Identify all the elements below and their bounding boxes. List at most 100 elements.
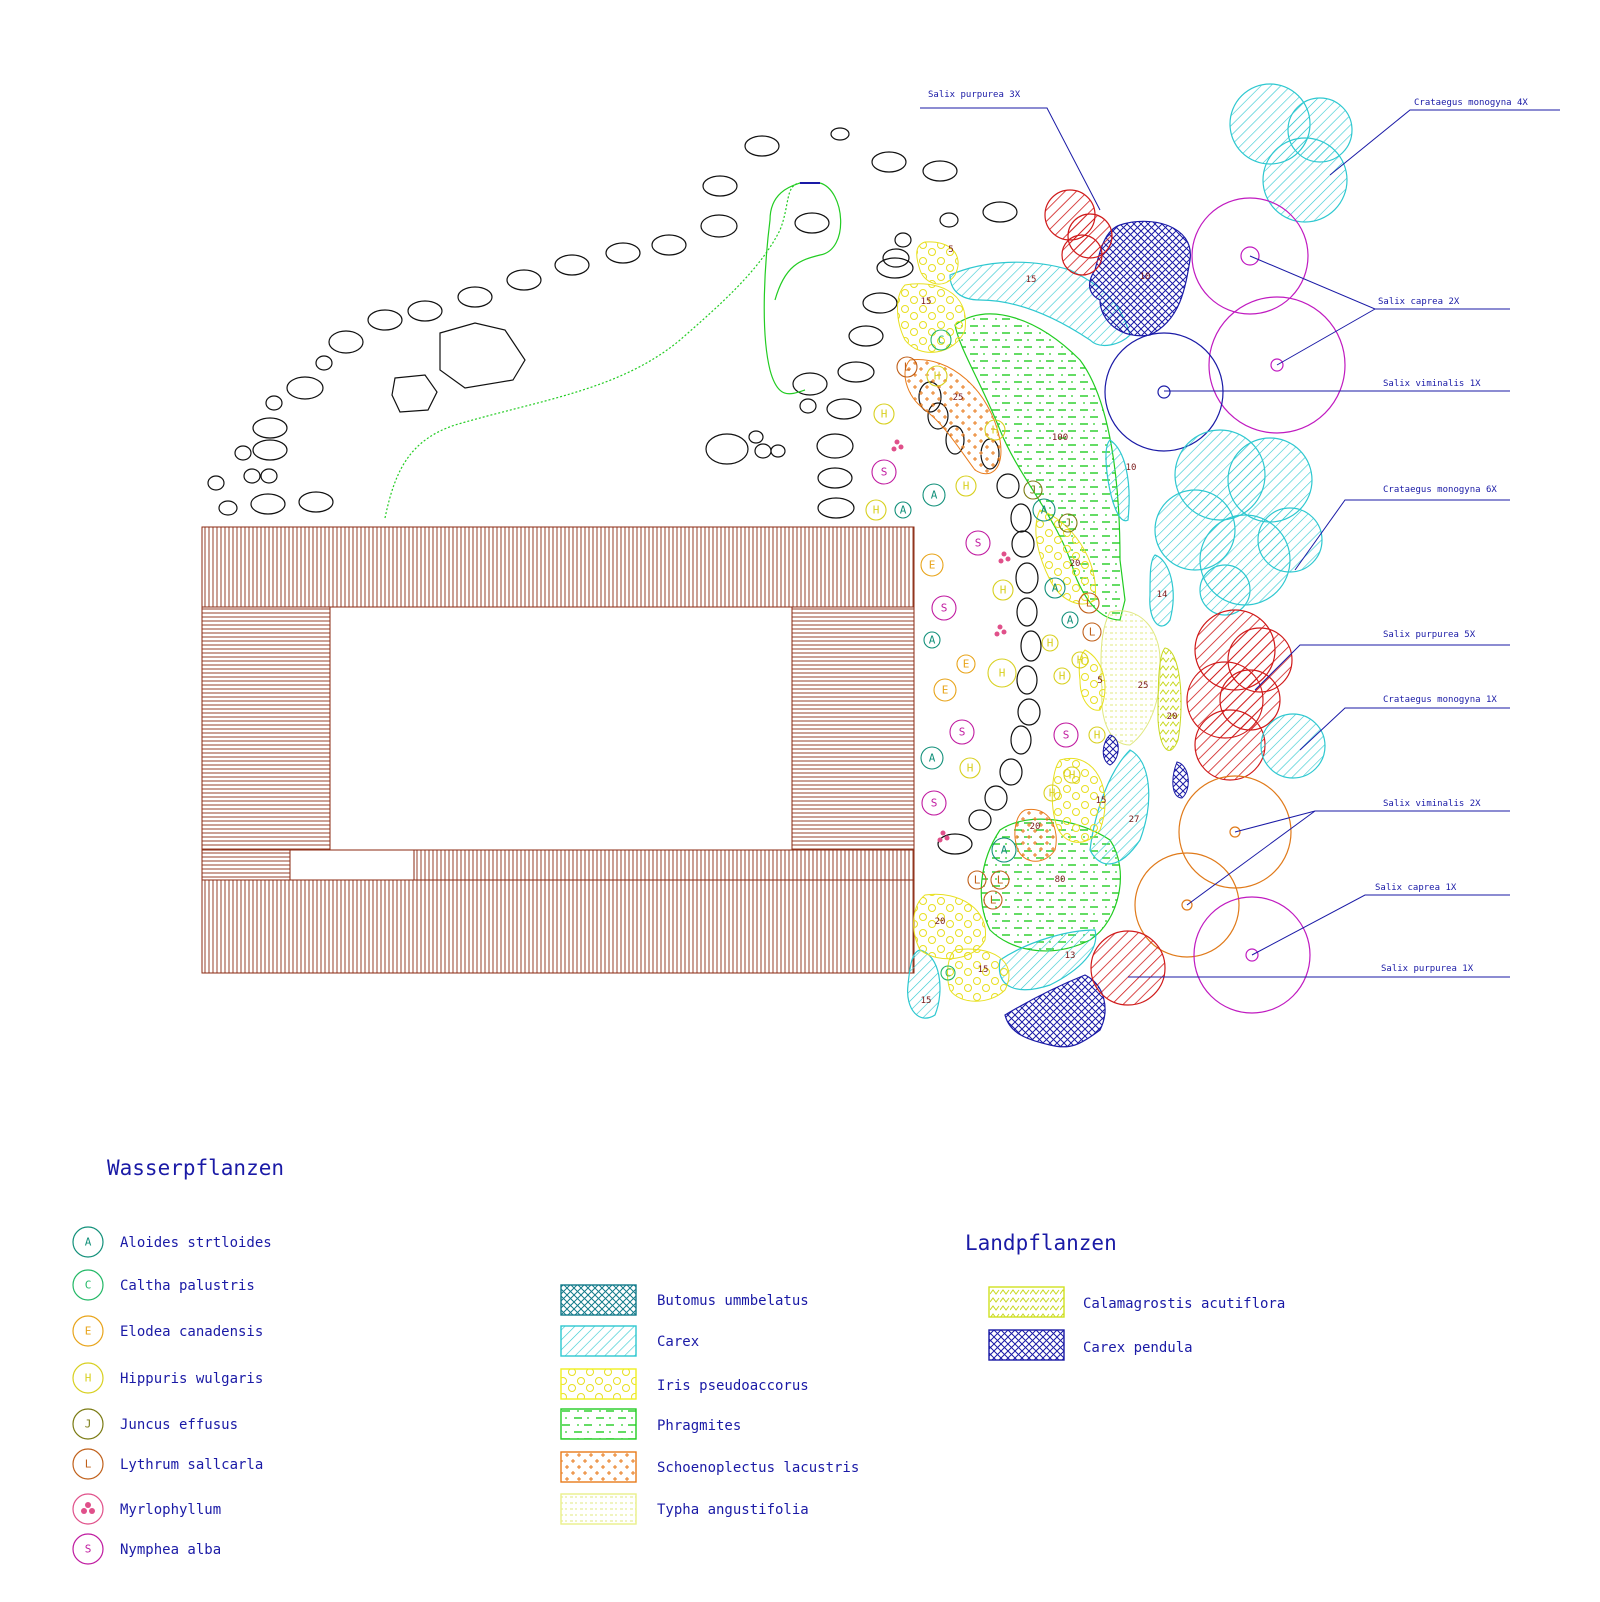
svg-text:L: L: [997, 874, 1004, 887]
area-number: 20: [1167, 712, 1178, 722]
svg-text:J: J: [1030, 484, 1037, 497]
svg-text:S: S: [941, 602, 948, 615]
svg-text:L: L: [904, 361, 911, 374]
plan-symbol-s: S: [965, 530, 991, 556]
svg-text:A: A: [929, 634, 936, 647]
svg-text:H: H: [1094, 729, 1101, 742]
area-number: 5: [948, 245, 953, 255]
svg-text:S: S: [931, 797, 938, 810]
svg-text:E: E: [85, 1325, 92, 1338]
svg-text:A: A: [931, 489, 938, 502]
area-numbers: 5 15 15 10 25 100 10 20 14 5 25 20 15 27…: [921, 245, 1178, 1006]
legend-item: J Juncus effusus: [72, 1408, 238, 1440]
svg-text:L: L: [990, 894, 997, 907]
svg-text:H: H: [1047, 637, 1054, 650]
plan-symbol-a: A: [923, 631, 941, 649]
legend-item: Schoenoplectus lacustris: [560, 1451, 859, 1483]
plan-symbol-h: H: [873, 403, 895, 425]
wooden-deck: [201, 526, 915, 974]
svg-text:Phragmites: Phragmites: [657, 1418, 741, 1434]
plan-symbol-h: H: [959, 757, 981, 779]
plan-symbol-l: L: [1078, 592, 1100, 614]
svg-text:H: H: [881, 408, 888, 421]
area-number: 15: [978, 965, 989, 975]
plan-symbol-h: H: [1043, 784, 1061, 802]
plan-symbol-l: L: [983, 890, 1003, 910]
svg-text:H: H: [1069, 769, 1076, 782]
plan-symbol-h: H: [955, 475, 977, 497]
area-number: 20: [1070, 559, 1081, 569]
svg-text:A: A: [1041, 504, 1048, 517]
plan-symbol-h: H: [1063, 766, 1081, 784]
svg-text:H: H: [999, 667, 1006, 680]
legend-item: H Hippuris wulgaris: [72, 1362, 263, 1394]
plan-symbol-j: J: [1058, 513, 1078, 533]
svg-text:J: J: [85, 1418, 92, 1431]
plan-symbol-c: C: [930, 329, 952, 351]
plant-symbols: C H H H L S H A A H J A J S E A H S L A …: [865, 329, 1106, 981]
svg-text:Juncus effusus: Juncus effusus: [120, 1417, 238, 1433]
plan-symbol-a: A: [894, 501, 912, 519]
area-number: 10: [1140, 272, 1151, 282]
area-number: 15: [921, 297, 932, 307]
svg-text:Myrlophyllum: Myrlophyllum: [120, 1502, 221, 1518]
plan-symbol-e: E: [956, 654, 976, 674]
garden-path: [384, 182, 842, 519]
label-salix-viminalis-2x: Salix viminalis 2X: [1383, 799, 1481, 809]
plan-symbol-h: H: [992, 579, 1014, 601]
legend-hatches: Butomus ummbelatus Carex Iris pseudoacco…: [560, 1284, 859, 1525]
legend-item: Iris pseudoaccorus: [560, 1368, 809, 1400]
svg-text:Carex pendula: Carex pendula: [1083, 1340, 1193, 1356]
svg-text:H: H: [963, 480, 970, 493]
legend-item: L Lythrum sallcarla: [72, 1448, 263, 1480]
svg-text:H: H: [85, 1372, 92, 1385]
legend-title-water: Wasserpflanzen: [107, 1156, 284, 1180]
svg-text:E: E: [942, 684, 949, 697]
plan-symbol-s: S: [949, 719, 975, 745]
area-number: 25: [1138, 681, 1149, 691]
svg-text:C: C: [85, 1279, 92, 1292]
plan-symbol-s: S: [921, 790, 947, 816]
svg-text:Aloides strtloides: Aloides strtloides: [120, 1235, 272, 1251]
myriophyllum-cluster: [891, 439, 1011, 843]
legend-item: Carex: [560, 1325, 699, 1357]
svg-text:H: H: [1049, 787, 1056, 800]
plan-symbol-s: S: [931, 595, 957, 621]
area-number: 10: [1126, 463, 1137, 473]
area-number: 15: [921, 996, 932, 1006]
area-number: 100: [1052, 433, 1068, 443]
area-number: 13: [1065, 951, 1076, 961]
plan-symbol-a: A: [1061, 611, 1079, 629]
plan-symbol-s: S: [871, 459, 897, 485]
area-number: 15: [1096, 796, 1107, 806]
plan-symbol-h: H: [865, 499, 887, 521]
area-number: 80: [1055, 875, 1066, 885]
svg-text:H: H: [1000, 584, 1007, 597]
label-crataegus-4x: Crataegus monogyna 4X: [1414, 98, 1528, 108]
svg-text:H: H: [934, 370, 941, 383]
area-number: 20: [935, 917, 946, 927]
legend-item: Phragmites: [560, 1408, 741, 1440]
svg-text:Carex: Carex: [657, 1334, 699, 1350]
svg-text:Nymphea alba: Nymphea alba: [120, 1542, 221, 1558]
svg-text:H: H: [1059, 670, 1066, 683]
svg-text:H: H: [967, 762, 974, 775]
plan-symbol-l: L: [990, 870, 1010, 890]
svg-text:L: L: [85, 1458, 92, 1471]
svg-text:Elodea canadensis: Elodea canadensis: [120, 1324, 263, 1340]
legend-item: Carex pendula: [988, 1329, 1193, 1361]
svg-text:A: A: [1001, 844, 1008, 857]
legend-item: Typha angustifolia: [560, 1493, 809, 1525]
plan-symbol-l: L: [1082, 622, 1102, 642]
plan-symbol-a: A: [922, 483, 946, 507]
svg-text:Hippuris wulgaris: Hippuris wulgaris: [120, 1371, 263, 1387]
plan-symbol-a: A: [1044, 577, 1066, 599]
leader-lines: [920, 107, 1560, 978]
plan-symbol-c: C: [940, 965, 956, 981]
svg-text:Lythrum sallcarla: Lythrum sallcarla: [120, 1457, 263, 1473]
plan-symbol-h: H: [1041, 634, 1059, 652]
